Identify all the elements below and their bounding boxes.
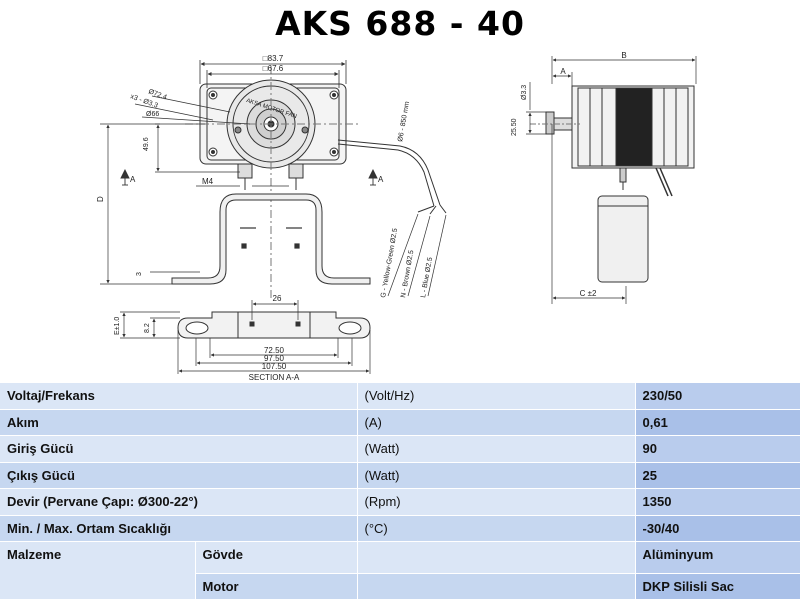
spec-row-output-power: Çıkış Gücü (Watt) 25 [0, 462, 800, 489]
dim-8-2: 8.2 [144, 323, 151, 333]
spec-row-current: Akım (A) 0,61 [0, 409, 800, 436]
spec-value: 90 [635, 435, 800, 463]
material-part: Motor [195, 573, 358, 600]
spec-value: -30/40 [635, 515, 800, 542]
product-title: AKS 688 - 40 [275, 4, 525, 43]
dim-d: D [96, 196, 105, 202]
spec-row-ambient-temp: Min. / Max. Ortam Sıcaklığı (°C) -30/40 [0, 515, 800, 542]
material-unit-empty [357, 541, 636, 574]
spec-param: Min. / Max. Ortam Sıcaklığı [0, 515, 358, 542]
motor-side-view [526, 56, 697, 304]
technical-drawing: AKSA MOTOR FAN □83.7 □67.6 Ø72.4 x3 - Ø3… [96, 51, 697, 382]
side-dim-3-3: Ø3.3 [521, 85, 528, 100]
dim-83-7: □83.7 [263, 54, 284, 63]
dim-72-50: 72.50 [264, 346, 285, 355]
side-dim-b: B [621, 51, 626, 60]
motor-front-view [185, 66, 360, 300]
spec-row-input-power: Giriş Gücü (Watt) 90 [0, 435, 800, 463]
section-marker-right: A [378, 175, 384, 184]
spec-value: 25 [635, 462, 800, 489]
cable-label: Ø6 - 850 mm [397, 101, 411, 143]
side-dim-a: A [560, 67, 566, 76]
spec-row-speed: Devir (Pervane Çapı: Ø300-22°) (Rpm) 135… [0, 488, 800, 516]
dim-107-50: 107.50 [262, 362, 287, 371]
section-marker-left: A [130, 175, 136, 184]
spec-value: 1350 [635, 488, 800, 516]
side-dim-c: C ±2 [580, 289, 597, 298]
dim-49-6: 49.6 [143, 137, 150, 151]
dim-97-50: 97.50 [264, 354, 285, 363]
spec-unit: (°C) [357, 515, 636, 542]
mounting-bracket [171, 193, 371, 285]
material-unit-empty [357, 573, 636, 600]
dim-67-6: □67.6 [263, 64, 284, 73]
dim-e: E±1.0 [114, 317, 121, 335]
spec-param: Devir (Pervane Çapı: Ø300-22°) [0, 488, 358, 516]
spec-param: Giriş Gücü [0, 435, 358, 463]
spec-value: 230/50 [635, 383, 800, 410]
spec-row-material-body: Malzeme Gövde Alüminyum [0, 541, 800, 600]
material-label: Malzeme [0, 541, 196, 600]
material-part: Gövde [195, 541, 358, 574]
dim-26: 26 [273, 294, 282, 303]
spec-value: 0,61 [635, 409, 800, 436]
section-label: SECTION A-A [249, 373, 300, 382]
side-dim-25-50: 25.50 [511, 118, 518, 136]
spec-unit: (A) [357, 409, 636, 436]
spec-table: Voltaj/Frekans (Volt/Hz) 230/50 Akım (A)… [0, 383, 800, 600]
material-value: Alüminyum [635, 541, 800, 574]
spec-param: Çıkış Gücü [0, 462, 358, 489]
section-a-a-view [120, 300, 371, 374]
spec-row-material-motor: Motor DKP Silisli Sac [0, 573, 800, 600]
spec-param: Voltaj/Frekans [0, 383, 358, 410]
spec-unit: (Watt) [357, 462, 636, 489]
material-value: DKP Silisli Sac [635, 573, 800, 600]
spec-unit: (Watt) [357, 435, 636, 463]
spec-unit: (Rpm) [357, 488, 636, 516]
spec-param: Akım [0, 409, 358, 436]
dim-3: 3 [136, 272, 143, 276]
spec-row-voltage: Voltaj/Frekans (Volt/Hz) 230/50 [0, 383, 800, 410]
dim-m4: M4 [202, 177, 214, 186]
spec-unit: (Volt/Hz) [357, 383, 636, 410]
dim-66: Ø66 [146, 111, 159, 118]
wire-label-ground: G - Yellow-Green Ø2.5 [380, 228, 399, 299]
